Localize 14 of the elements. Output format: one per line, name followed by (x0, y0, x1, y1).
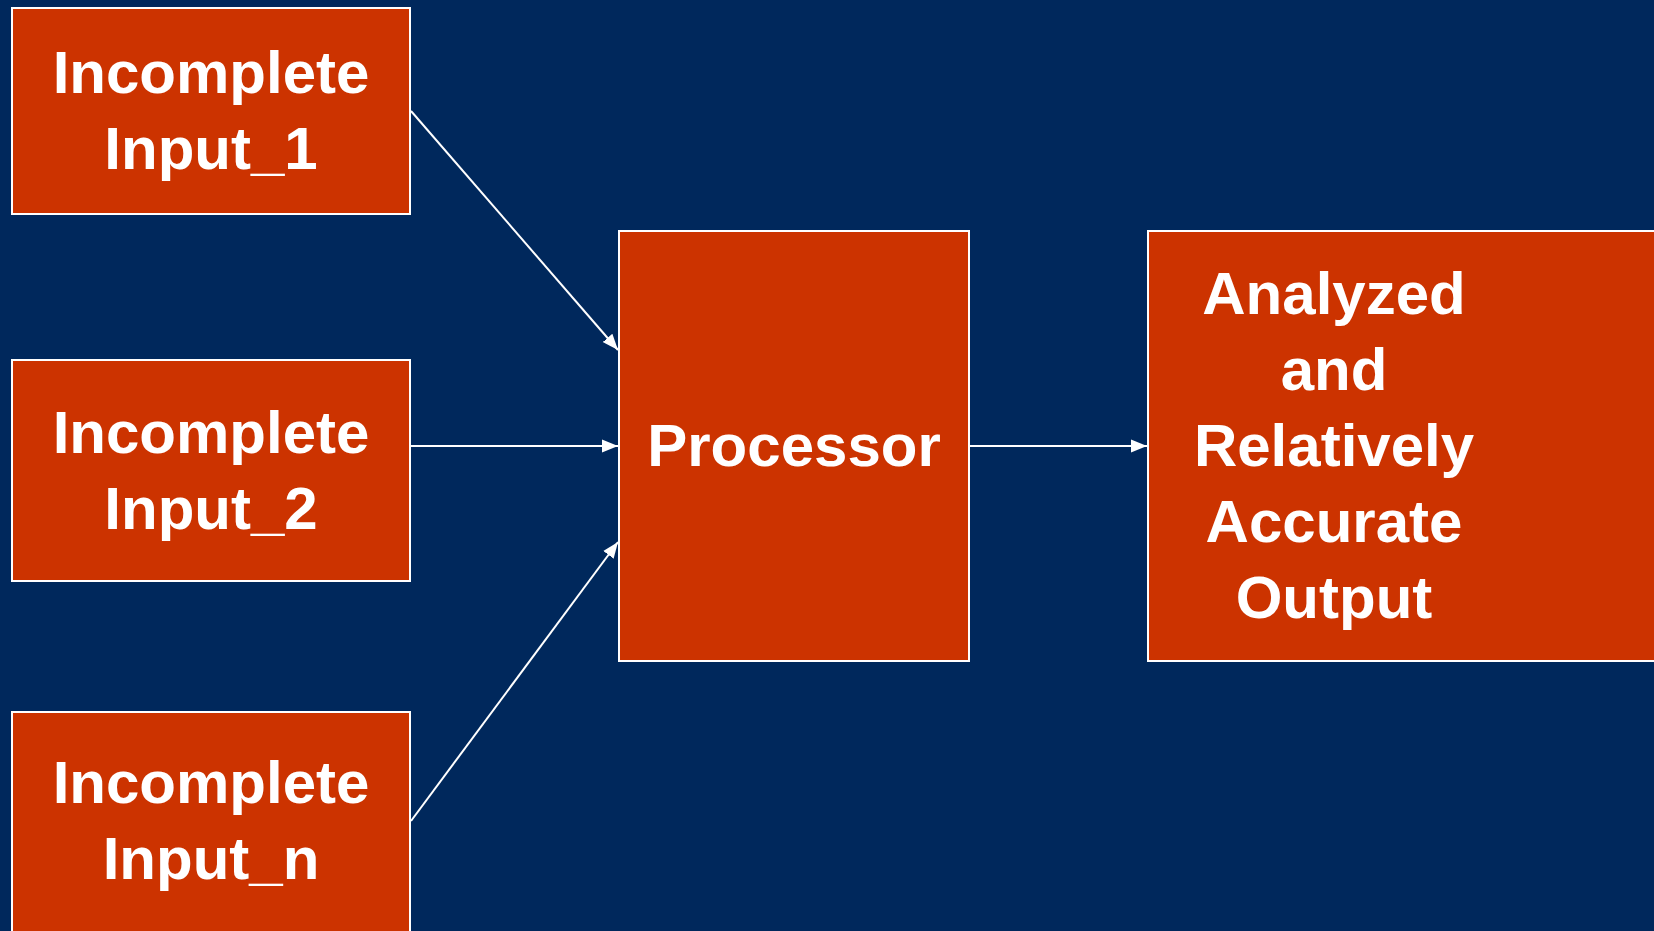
arrow (410, 110, 619, 351)
arrow (410, 439, 619, 453)
box-label: Incomplete Input_1 (51, 38, 371, 184)
arrow (969, 439, 1148, 453)
process-box (11, 359, 411, 582)
process-box (618, 230, 970, 662)
arrow (410, 541, 619, 822)
process-box (11, 711, 411, 931)
box-label: Analyzed and Relatively Accurate Output (1192, 259, 1476, 633)
box-label: Incomplete Input_2 (51, 397, 371, 544)
box-label: Processor (646, 411, 942, 481)
process-box (1147, 230, 1654, 662)
process-box (11, 7, 411, 215)
box-label: Incomplete Input_n (51, 748, 371, 894)
